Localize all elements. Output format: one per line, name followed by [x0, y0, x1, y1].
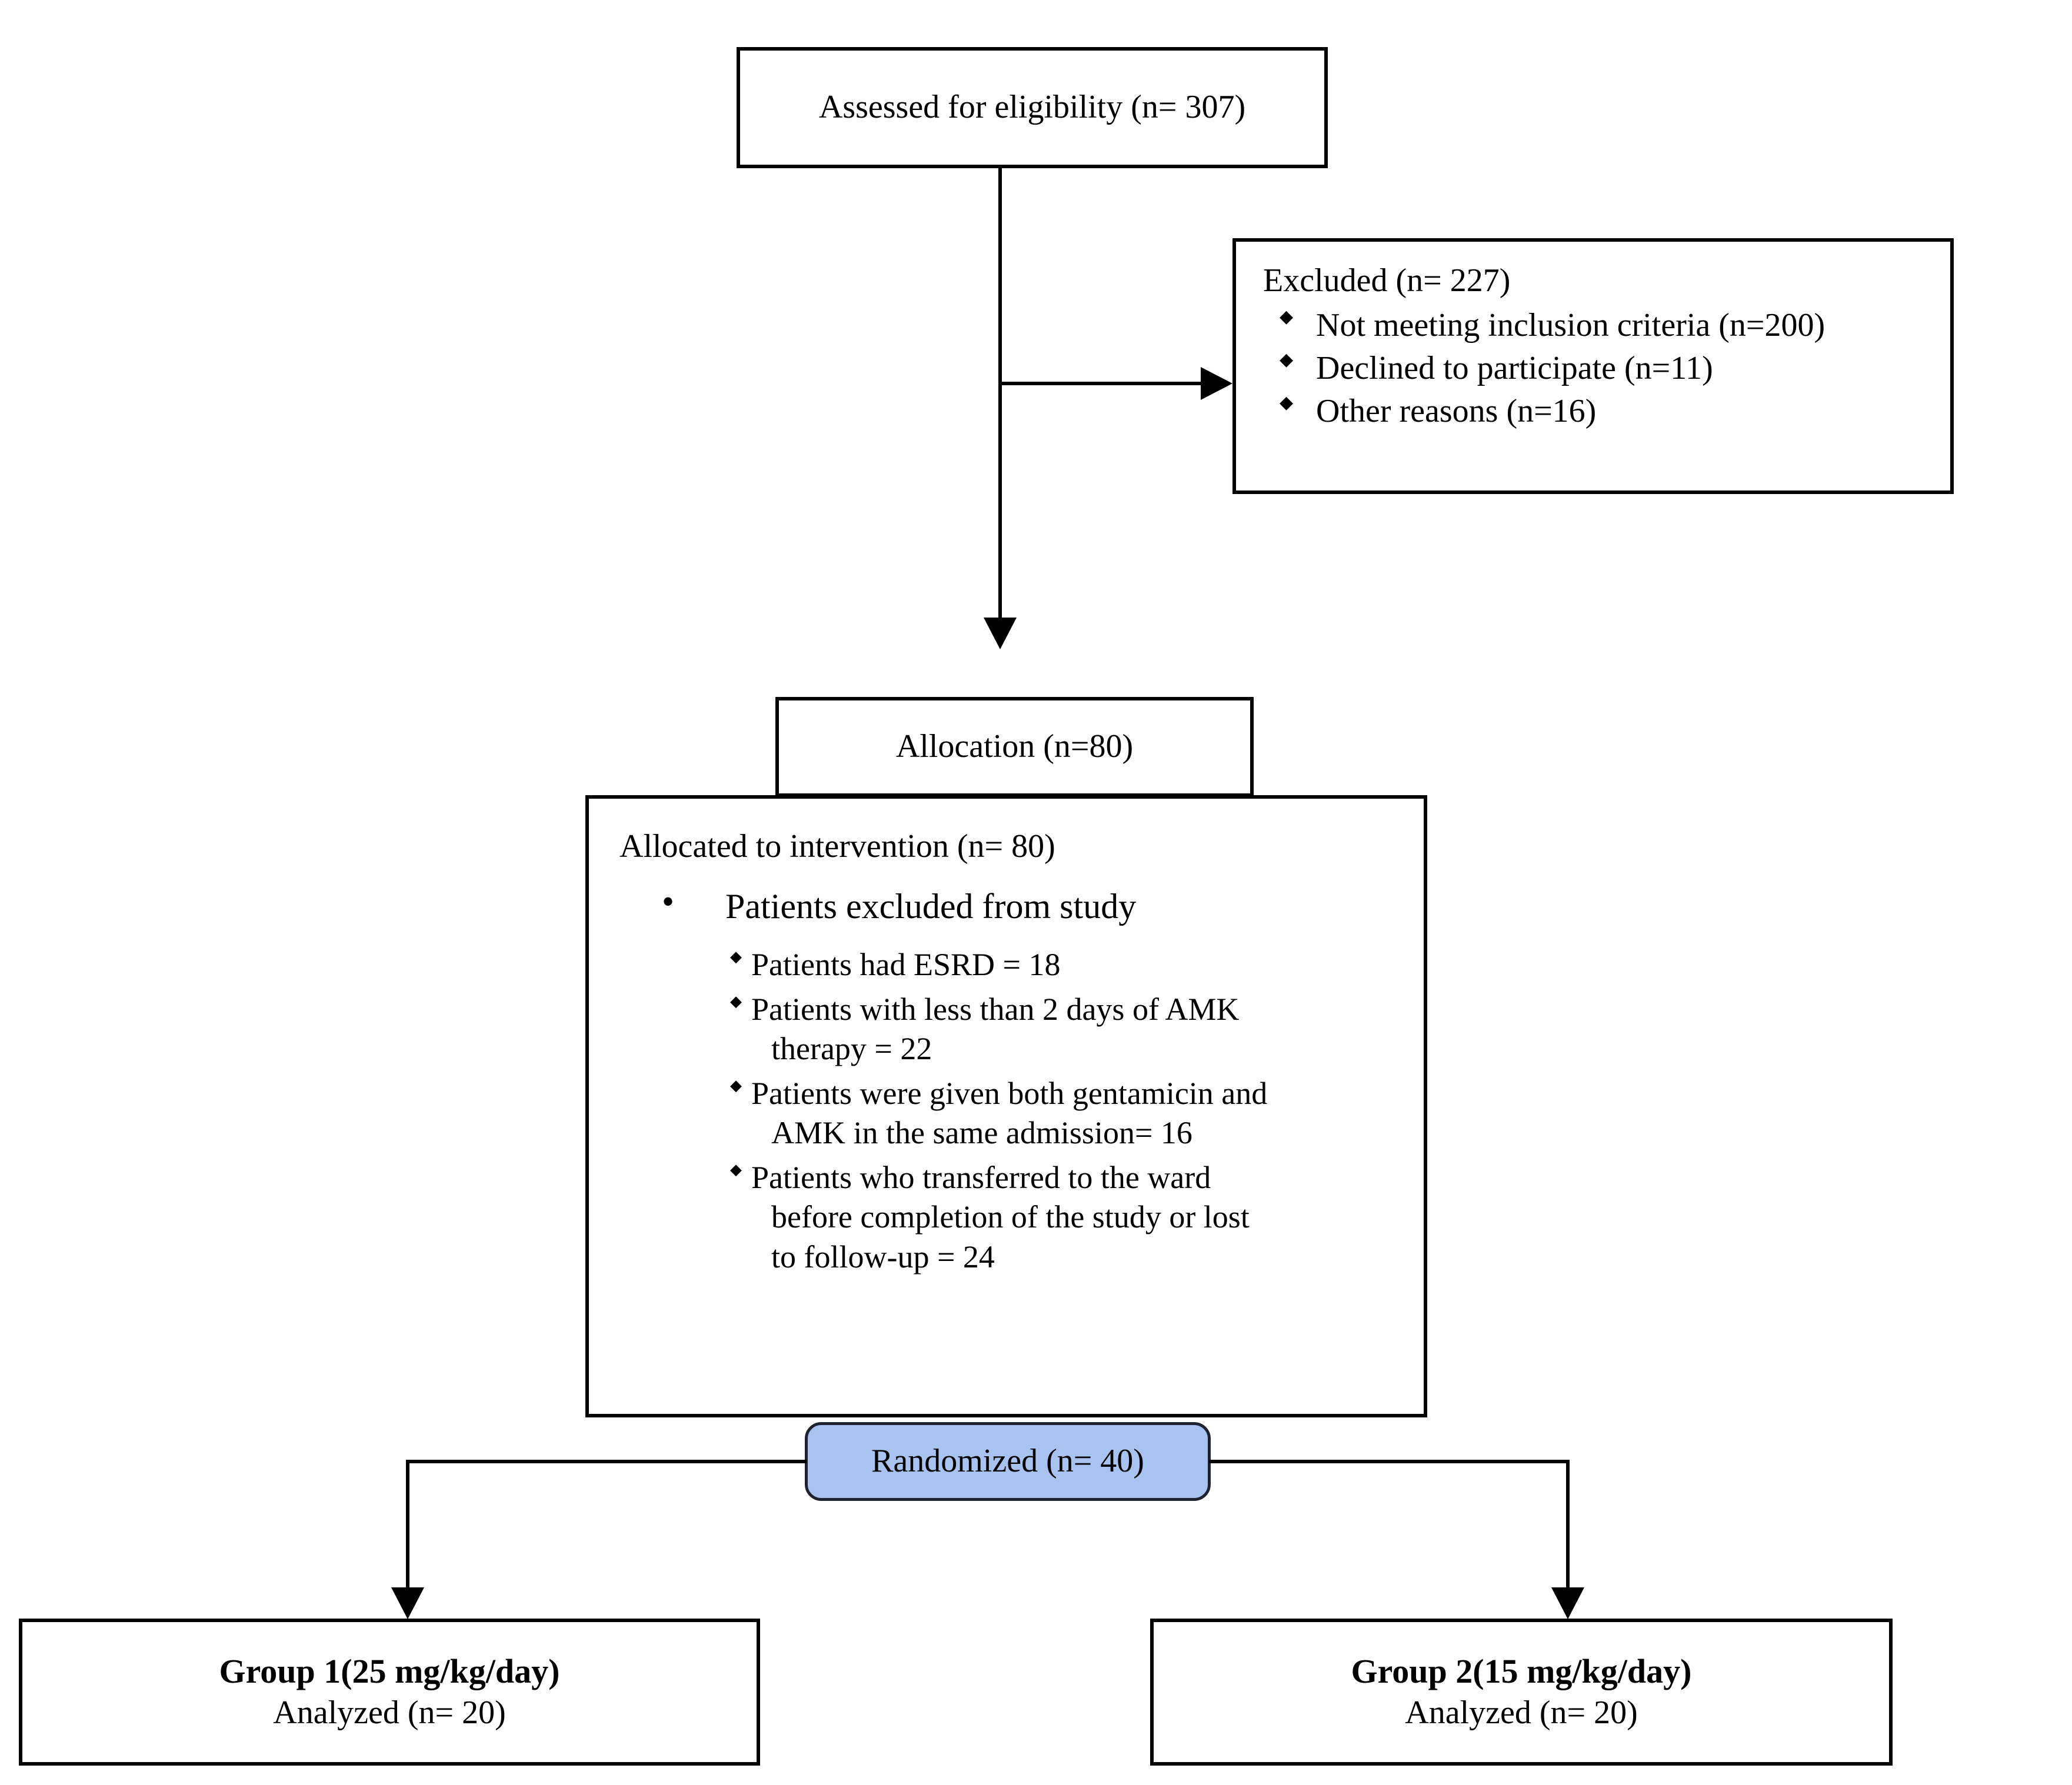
excluded-heading: Excluded (n= 227) — [1263, 262, 1511, 299]
node-allocated-to-intervention: Allocated to intervention (n= 80) Patien… — [585, 795, 1427, 1417]
arrowhead-to-group2 — [1551, 1587, 1584, 1619]
list-item: Patients were given both gentamicin and … — [730, 1074, 1345, 1153]
group1-analyzed: Analyzed (n= 20) — [273, 1694, 506, 1731]
connector-randomized-to-group2-vertical — [1566, 1460, 1570, 1587]
exclusion-line-3: to follow-up = 24 — [771, 1239, 995, 1274]
connector-randomized-to-group1-horizontal — [406, 1460, 807, 1463]
list-item: Patients with less than 2 days of AMK th… — [730, 990, 1345, 1069]
arrowhead-to-allocation — [984, 618, 1017, 649]
node-randomized: Randomized (n= 40) — [805, 1422, 1211, 1501]
node-group-2: Group 2(15 mg/kg/day) Analyzed (n= 20) — [1150, 1619, 1893, 1766]
randomized-label: Randomized (n= 40) — [871, 1443, 1144, 1480]
connector-randomized-to-group1-vertical — [406, 1460, 409, 1587]
exclusion-line-1: Patients were given both gentamicin and — [751, 1075, 1268, 1111]
connector-randomized-to-group2-horizontal — [1209, 1460, 1570, 1463]
intervention-exclusion-list: Patients had ESRD = 18 Patients with les… — [619, 945, 1424, 1277]
connector-assessed-to-allocation — [998, 168, 1002, 618]
exclusion-line-2: therapy = 22 — [771, 1031, 932, 1066]
node-allocation-header: Allocation (n=80) — [775, 697, 1254, 797]
list-item: Other reasons (n=16) — [1277, 390, 1950, 433]
node-assessed-for-eligibility: Assessed for eligibility (n= 307) — [737, 47, 1328, 168]
group2-title: Group 2(15 mg/kg/day) — [1351, 1652, 1692, 1691]
list-item: Not meeting inclusion criteria (n=200) — [1277, 304, 1950, 347]
excluded-reason-list: Not meeting inclusion criteria (n=200) D… — [1263, 304, 1950, 432]
exclusion-line-1: Patients had ESRD = 18 — [751, 947, 1061, 982]
group1-title: Group 1(25 mg/kg/day) — [219, 1652, 560, 1691]
list-item: Patients had ESRD = 18 — [730, 945, 1345, 985]
node-excluded: Excluded (n= 227) Not meeting inclusion … — [1232, 238, 1954, 494]
connector-assessed-to-excluded — [998, 382, 1201, 385]
allocation-label: Allocation (n=80) — [895, 728, 1134, 765]
list-item: Declined to participate (n=11) — [1277, 347, 1950, 390]
intervention-main-bullet: Patients excluded from study — [619, 880, 1424, 929]
arrowhead-to-group1 — [391, 1587, 424, 1619]
node-group-1: Group 1(25 mg/kg/day) Analyzed (n= 20) — [19, 1619, 760, 1766]
exclusion-line-2: before completion of the study or lost — [771, 1199, 1250, 1235]
list-item: Patients who transferred to the ward bef… — [730, 1158, 1345, 1277]
exclusion-line-1: Patients with less than 2 days of AMK — [751, 991, 1240, 1027]
group2-analyzed: Analyzed (n= 20) — [1405, 1694, 1638, 1731]
exclusion-line-1: Patients who transferred to the ward — [751, 1159, 1211, 1195]
exclusion-line-2: AMK in the same admission= 16 — [771, 1115, 1192, 1150]
assessed-label: Assessed for eligibility (n= 307) — [818, 89, 1246, 126]
arrowhead-to-excluded — [1201, 367, 1232, 400]
intervention-lead-label: Allocated to intervention (n= 80) — [619, 828, 1055, 865]
